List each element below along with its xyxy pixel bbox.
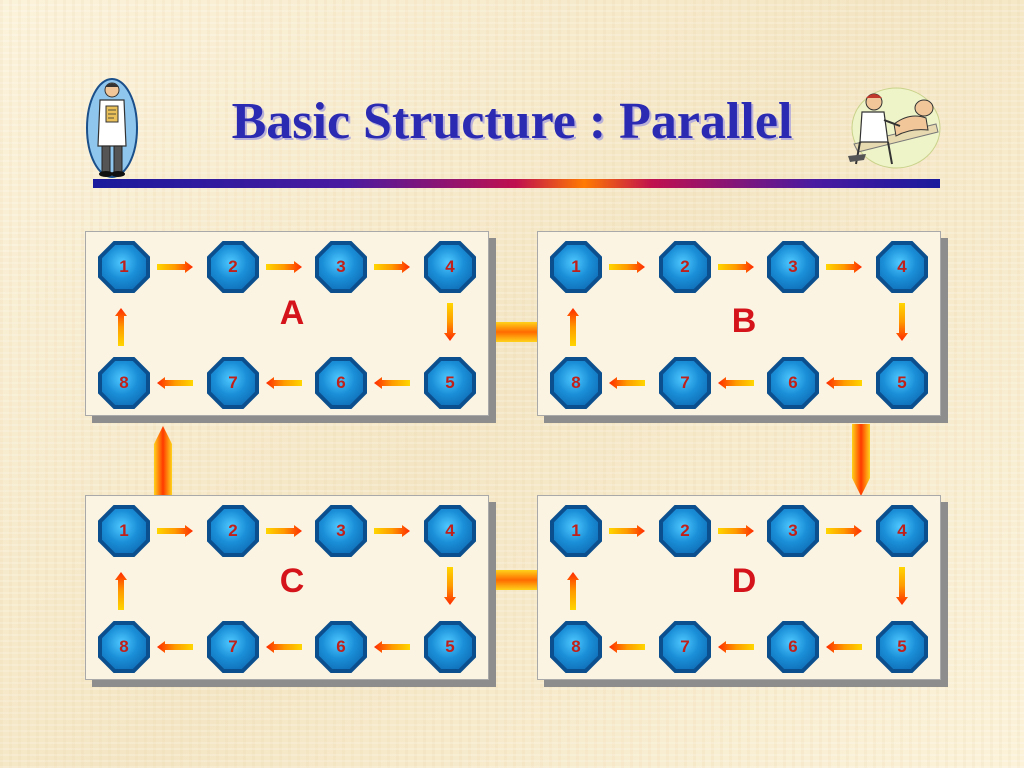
node-7: 7 <box>663 625 707 669</box>
panel-c: 1 2 3 4 5 6 7 8 C <box>85 495 489 680</box>
arrow-right-icon <box>266 261 302 273</box>
arrow-left-icon <box>157 641 193 653</box>
title-underline <box>93 179 940 188</box>
node-6: 6 <box>319 625 363 669</box>
node-2: 2 <box>663 509 707 553</box>
panel-label: B <box>731 302 757 340</box>
arrow-right-icon <box>157 525 193 537</box>
panel-label: A <box>279 294 305 332</box>
panel-a: 1 2 3 4 5 6 7 8 A <box>85 231 489 416</box>
arrow-right-icon <box>718 525 754 537</box>
panel-b: 1 2 3 4 5 6 7 8 B <box>537 231 941 416</box>
arrow-down-icon <box>444 303 456 341</box>
node-1: 1 <box>554 509 598 553</box>
node-5: 5 <box>880 625 924 669</box>
arrow-right-icon <box>609 525 645 537</box>
arrow-right-icon <box>826 261 862 273</box>
arrow-down-icon <box>896 303 908 341</box>
connector-d-c <box>496 570 538 590</box>
connector-a-b <box>496 322 538 342</box>
arrow-down-icon <box>896 567 908 605</box>
node-1: 1 <box>102 245 146 289</box>
arrow-left-icon <box>826 377 862 389</box>
arrow-up-icon <box>567 572 579 610</box>
node-5: 5 <box>428 361 472 405</box>
arrow-right-icon <box>609 261 645 273</box>
node-7: 7 <box>663 361 707 405</box>
arrow-down-icon <box>444 567 456 605</box>
arrow-left-icon <box>609 641 645 653</box>
node-4: 4 <box>428 509 472 553</box>
node-4: 4 <box>880 245 924 289</box>
arrow-left-icon <box>374 377 410 389</box>
node-3: 3 <box>771 509 815 553</box>
node-4: 4 <box>880 509 924 553</box>
node-3: 3 <box>771 245 815 289</box>
arrow-left-icon <box>374 641 410 653</box>
node-4: 4 <box>428 245 472 289</box>
doctor-examining-patient-icon <box>848 87 941 169</box>
node-6: 6 <box>319 361 363 405</box>
node-3: 3 <box>319 245 363 289</box>
node-2: 2 <box>211 245 255 289</box>
node-1: 1 <box>102 509 146 553</box>
arrow-right-icon <box>826 525 862 537</box>
node-8: 8 <box>102 361 146 405</box>
page-title: Basic Structure : Parallel <box>231 93 793 150</box>
node-6: 6 <box>771 625 815 669</box>
arrow-left-icon <box>609 377 645 389</box>
panel-label: C <box>279 562 305 600</box>
node-8: 8 <box>102 625 146 669</box>
node-7: 7 <box>211 361 255 405</box>
node-2: 2 <box>211 509 255 553</box>
arrow-right-icon <box>266 525 302 537</box>
node-1: 1 <box>554 245 598 289</box>
node-2: 2 <box>663 245 707 289</box>
node-5: 5 <box>428 625 472 669</box>
node-3: 3 <box>319 509 363 553</box>
arrow-right-icon <box>374 261 410 273</box>
arrow-left-icon <box>718 641 754 653</box>
arrow-left-icon <box>266 377 302 389</box>
arrow-up-icon <box>115 572 127 610</box>
arrow-up-icon <box>567 308 579 346</box>
panel-label: D <box>731 562 757 600</box>
arrow-left-icon <box>826 641 862 653</box>
node-6: 6 <box>771 361 815 405</box>
arrow-right-icon <box>718 261 754 273</box>
arrow-right-icon <box>157 261 193 273</box>
connector-c-a-arrow <box>154 426 172 496</box>
node-8: 8 <box>554 361 598 405</box>
arrow-left-icon <box>266 641 302 653</box>
panel-d: 1 2 3 4 5 6 7 8 D <box>537 495 941 680</box>
arrow-left-icon <box>718 377 754 389</box>
connector-b-d-arrow <box>852 424 870 496</box>
doctor-with-clipboard-icon <box>86 78 138 178</box>
node-7: 7 <box>211 625 255 669</box>
arrow-left-icon <box>157 377 193 389</box>
arrow-right-icon <box>374 525 410 537</box>
arrow-up-icon <box>115 308 127 346</box>
node-5: 5 <box>880 361 924 405</box>
node-8: 8 <box>554 625 598 669</box>
